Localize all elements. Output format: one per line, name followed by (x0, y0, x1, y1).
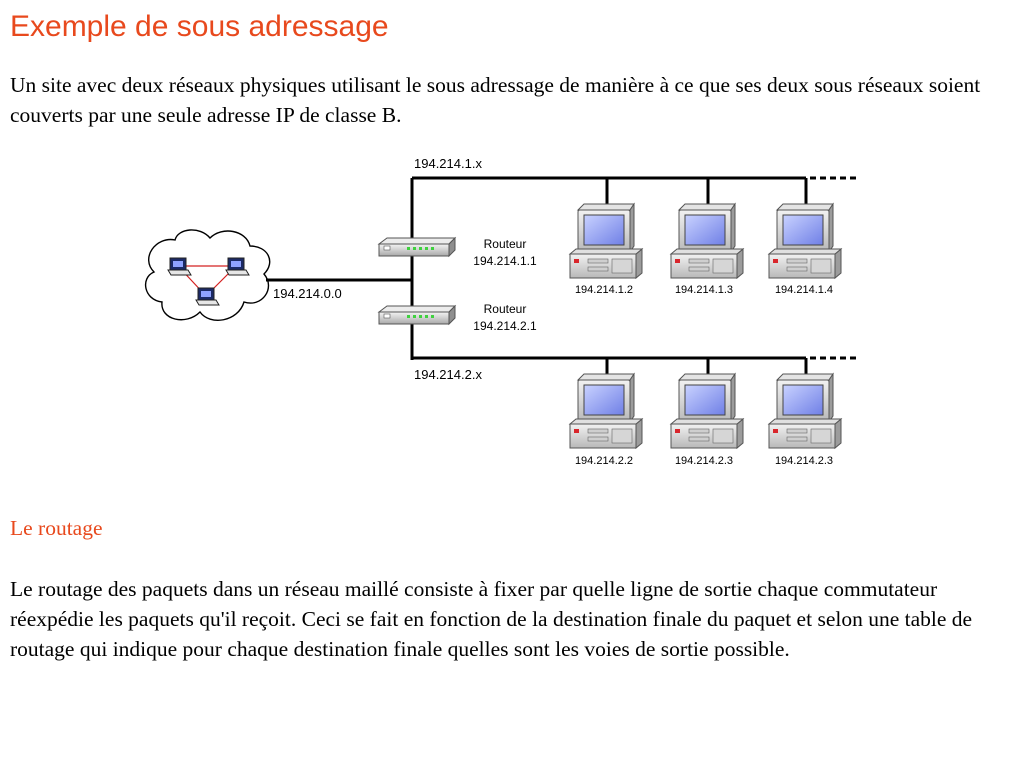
host-ip-label: 194.214.1.2 (575, 284, 633, 296)
host-ip-label: 194.214.2.3 (675, 455, 733, 467)
host-1-2: 194.214.1.3 (670, 178, 744, 296)
router-2-ip: 194.214.2.1 (473, 319, 537, 333)
router-2: Routeur 194.214.2.1 (378, 302, 537, 333)
computer-icon (768, 373, 842, 449)
host-2-2: 194.214.2.3 (670, 358, 744, 467)
slide-title: Exemple de sous adressage (10, 10, 389, 43)
router-1: Routeur 194.214.1.1 (378, 237, 537, 268)
computer-icon (768, 203, 842, 279)
intro-paragraph: Un site avec deux réseaux physiques util… (10, 73, 981, 127)
external-network-label: 194.214.0.0 (273, 286, 342, 301)
host-ip-label: 194.214.2.3 (775, 455, 833, 467)
computer-icon (569, 373, 643, 449)
host-1-3: 194.214.1.4 (768, 178, 842, 296)
host-1-1: 194.214.1.2 (569, 178, 643, 296)
host-ip-label: 194.214.1.3 (675, 284, 733, 296)
router-2-name: Routeur (484, 302, 527, 316)
subnet-1-label: 194.214.1.x (414, 156, 482, 171)
host-2-3: 194.214.2.3 (768, 358, 842, 467)
computer-icon (670, 373, 744, 449)
router-icon (378, 305, 456, 325)
router-icon (378, 237, 456, 257)
body-paragraph: Le routage des paquets dans un réseau ma… (10, 577, 973, 661)
subnetting-diagram: 194.214.0.0 194.214.1.x 194.214.2.x Rout… (144, 156, 858, 467)
computer-icon (569, 203, 643, 279)
computer-icon (670, 203, 744, 279)
router-1-ip: 194.214.1.1 (473, 254, 537, 268)
host-2-1: 194.214.2.2 (569, 358, 643, 467)
host-ip-label: 194.214.2.2 (575, 455, 633, 467)
cloud-network-icon (144, 229, 271, 321)
subnet-2-label: 194.214.2.x (414, 367, 482, 382)
router-1-name: Routeur (484, 237, 527, 251)
host-ip-label: 194.214.1.4 (775, 284, 833, 296)
section-title: Le routage (10, 516, 103, 540)
